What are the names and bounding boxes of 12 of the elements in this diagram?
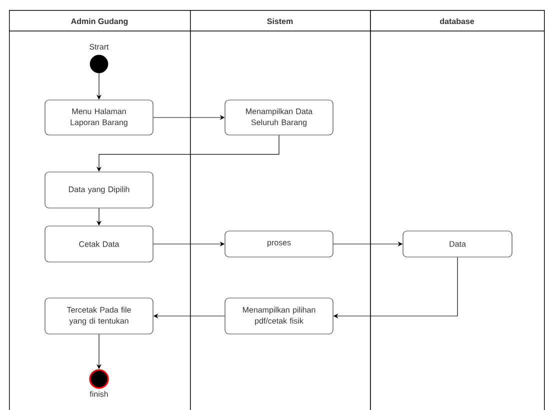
activity-box: Menu Halaman Laporan Barang [44,100,154,136]
node-caption: finish [90,391,108,397]
activity-box: Cetak Data [44,226,154,262]
end-node [89,369,109,389]
activity-box: Tercetak Pada file yang di tentukan [44,298,154,334]
activity-box: Data yang Dipilih [44,172,154,208]
activity-box: Data [402,230,512,258]
activity-box: Menampilkan pilihan pdf/cetak fisik [224,298,334,334]
node-caption: Strart [90,44,109,50]
start-node [90,54,108,74]
activity-box: Menampilkan Data Seluruh Barang [224,100,334,136]
activity-box: proses [224,230,334,258]
